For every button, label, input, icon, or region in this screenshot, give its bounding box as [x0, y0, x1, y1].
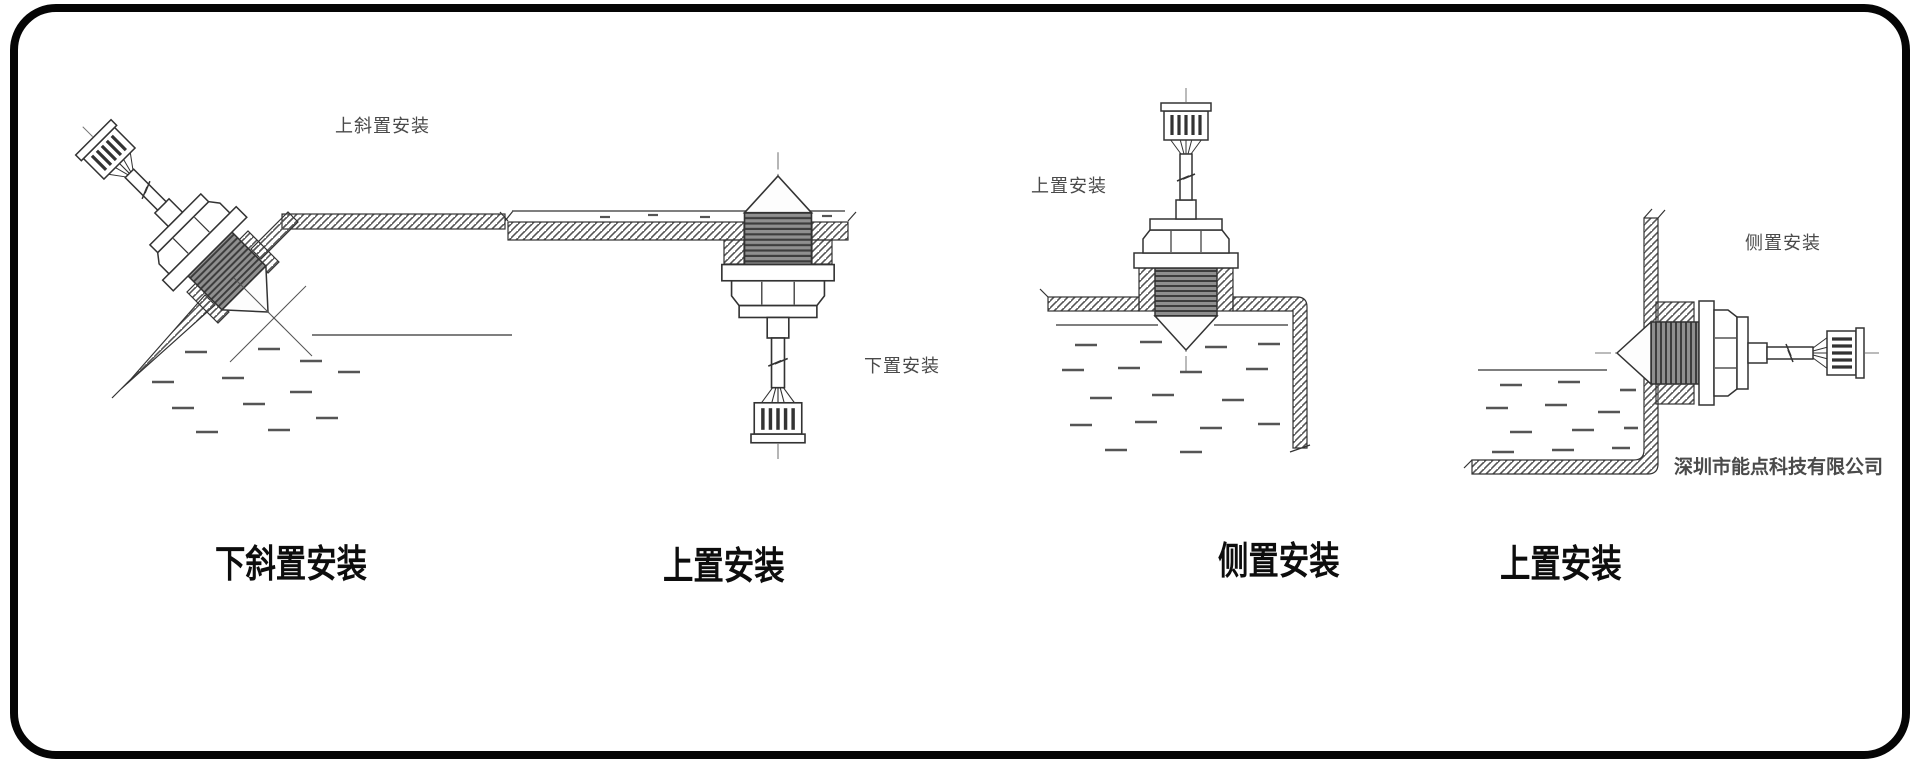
caption-top-down-mount: 侧置安装 — [1218, 541, 1340, 583]
beam-cross-lines — [229, 277, 313, 363]
liquid — [1478, 369, 1638, 454]
diagram-side-mount — [1463, 208, 1881, 475]
diagram-top-down-mount — [1039, 86, 1311, 454]
level-sensor-icon — [1132, 86, 1240, 374]
tank-wall — [111, 210, 514, 399]
liquid — [152, 334, 512, 434]
liquid — [1056, 324, 1288, 454]
annotation-oblique-mount: 上斜置安装 — [335, 116, 430, 136]
company-watermark: 深圳市能点科技有限公司 — [1674, 457, 1884, 478]
annotation-bottom-up-mount: 下置安装 — [864, 356, 940, 376]
level-sensor-icon — [720, 150, 836, 461]
caption-side-mount: 上置安装 — [1500, 544, 1622, 586]
tank-wall — [1039, 267, 1311, 453]
diagram-oblique-mount — [44, 88, 514, 434]
annotation-side-mount: 侧置安装 — [1745, 233, 1821, 253]
level-sensor-icon — [1593, 299, 1881, 407]
caption-oblique-mount: 下斜置安装 — [215, 544, 368, 586]
caption-bottom-up-mount: 上置安装 — [663, 546, 785, 588]
tank-wall — [1463, 208, 1695, 475]
annotation-top-down-mount: 上置安装 — [1031, 176, 1107, 196]
diagram-bottom-up-mount — [499, 150, 857, 461]
